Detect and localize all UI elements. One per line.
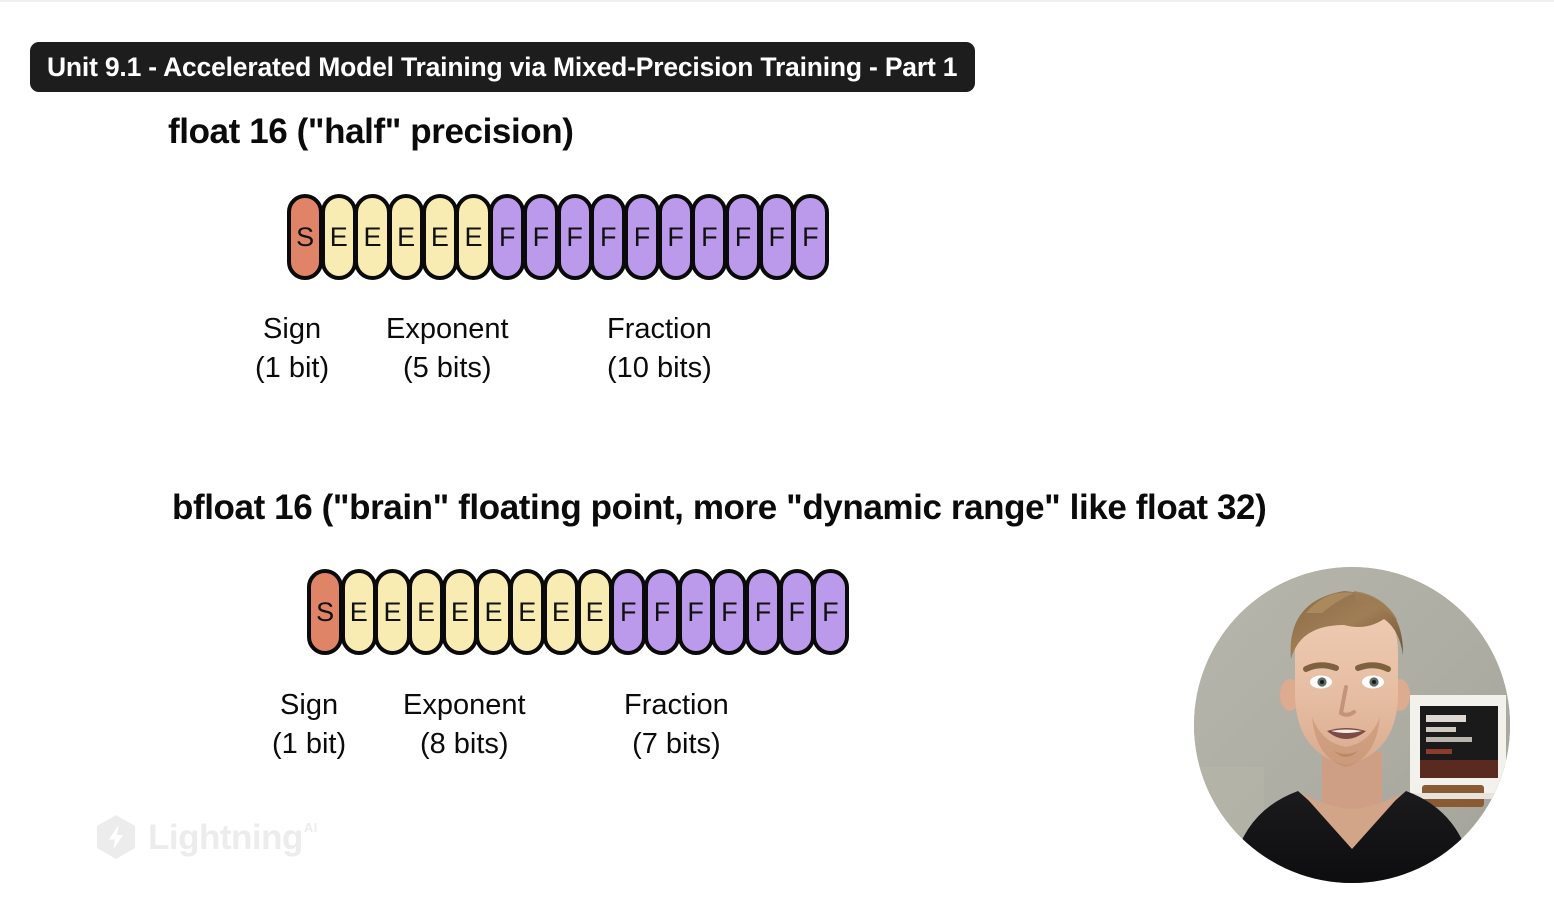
bit-letter: E: [585, 596, 604, 627]
bit-letter: S: [316, 596, 335, 627]
bit-cell-fraction: F: [522, 194, 559, 280]
field-bit-count: (10 bits): [607, 351, 712, 384]
bit-letter: F: [721, 596, 738, 627]
bit-letter: F: [498, 221, 516, 252]
bit-cell-fraction: F: [489, 194, 526, 280]
bit-letter: F: [788, 596, 805, 627]
bit-letter: E: [551, 596, 570, 627]
bit-cell-fraction: F: [677, 569, 714, 655]
bit-letter: F: [566, 221, 583, 252]
bit-letter: E: [383, 596, 402, 627]
bit-letter: E: [518, 596, 537, 627]
bit-cell-exponent: E: [509, 569, 546, 655]
bit-cell-fraction: F: [758, 194, 795, 280]
field-bit-count: (1 bit): [255, 351, 330, 384]
bit-cell-exponent: E: [475, 569, 512, 655]
bit-cell-fraction: F: [657, 194, 694, 280]
bit-cell-exponent: E: [542, 569, 579, 655]
watermark-superscript: AI: [303, 819, 318, 835]
bit-letter: F: [768, 221, 785, 252]
bit-letter: F: [822, 596, 839, 627]
lightning-ai-wordmark: Lightning AI: [148, 820, 318, 855]
field-name: Sign: [263, 313, 322, 345]
field-name: Sign: [280, 689, 339, 721]
field-label-fraction: Fraction (10 bits): [607, 310, 712, 387]
bit-letter: F: [532, 221, 550, 252]
bit-cell-exponent: E: [441, 569, 478, 655]
bit-cell-exponent: E: [320, 194, 357, 280]
field-label-fraction: Fraction (7 bits): [624, 686, 729, 763]
field-label-sign: Sign (1 bit): [255, 310, 329, 387]
bit-letter: E: [329, 221, 348, 252]
bit-cell-sign: S: [307, 569, 344, 655]
bit-cell-fraction: F: [724, 194, 762, 280]
bit-cell-fraction: F: [812, 569, 849, 655]
bit-letter: F: [600, 221, 617, 252]
lightning-bolt-hexagon-icon: [95, 814, 137, 860]
bit-cell-exponent: E: [354, 194, 391, 280]
bit-letter: F: [687, 596, 704, 627]
field-bit-count: (1 bit): [272, 727, 347, 760]
bit-cell-fraction: F: [610, 569, 647, 655]
bit-cell-exponent: E: [408, 569, 445, 655]
field-bit-count: (8 bits): [419, 727, 509, 760]
slide-title: Unit 9.1 - Accelerated Model Training vi…: [47, 51, 958, 82]
bit-letter: E: [417, 596, 436, 627]
presenter-webcam: [1194, 567, 1510, 883]
bit-letter: E: [464, 221, 483, 252]
bit-cell-fraction: F: [792, 194, 829, 280]
bit-letter: S: [296, 221, 315, 252]
field-name: Fraction: [607, 313, 712, 345]
bit-cell-fraction: F: [590, 194, 627, 280]
bit-letter: F: [620, 596, 637, 627]
bit-cell-fraction: F: [623, 194, 661, 280]
bit-letter: E: [430, 221, 449, 252]
bit-cell-exponent: E: [455, 194, 492, 280]
field-label-exponent: Exponent (5 bits): [386, 310, 509, 387]
field-name: Fraction: [624, 689, 729, 721]
bit-letter: F: [754, 596, 772, 627]
field-name: Exponent: [403, 689, 526, 721]
bit-cell-exponent: E: [374, 569, 411, 655]
bit-letter: E: [397, 221, 416, 252]
bit-letter: E: [349, 596, 368, 627]
bit-letter: F: [633, 221, 651, 252]
lightning-ai-watermark: Lightning AI: [95, 814, 318, 860]
bit-letter: E: [363, 221, 382, 252]
bit-letter: F: [701, 221, 718, 252]
heading-bfloat16: bfloat 16 ("brain" floating point, more …: [172, 488, 1267, 527]
bit-letter: E: [484, 596, 503, 627]
bit-cell-sign: S: [287, 194, 324, 280]
bit-cell-exponent: E: [421, 194, 458, 280]
bit-letter: F: [734, 221, 752, 252]
bit-letter: F: [802, 221, 819, 252]
bit-cell-fraction: F: [744, 569, 782, 655]
heading-float16: float 16 ("half" precision): [168, 112, 574, 151]
field-bit-count: (7 bits): [632, 727, 721, 760]
bit-letter: F: [653, 596, 671, 627]
bit-cell-fraction: F: [778, 569, 815, 655]
field-label-sign: Sign (1 bit): [272, 686, 346, 763]
bit-cell-fraction: F: [643, 569, 681, 655]
bit-cell-exponent: E: [576, 569, 613, 655]
bit-cell-fraction: F: [556, 194, 593, 280]
bit-cell-fraction: F: [691, 194, 728, 280]
field-name: Exponent: [386, 313, 509, 345]
bit-cell-fraction: F: [711, 569, 748, 655]
bit-letter: E: [450, 596, 469, 627]
field-label-exponent: Exponent (8 bits): [403, 686, 526, 763]
bit-cell-exponent: E: [388, 194, 425, 280]
bit-letter: F: [667, 221, 684, 252]
slide-title-bar: Unit 9.1 - Accelerated Model Training vi…: [30, 42, 976, 92]
bit-cell-exponent: E: [340, 569, 377, 655]
field-bit-count: (5 bits): [402, 351, 492, 384]
watermark-brand: Lightning: [148, 817, 303, 857]
